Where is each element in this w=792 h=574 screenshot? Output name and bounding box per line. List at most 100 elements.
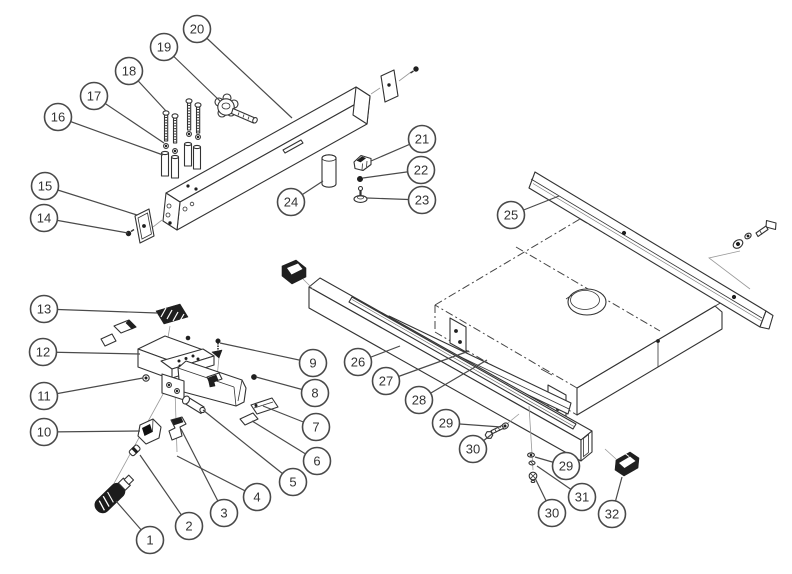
- balloon-label-32: 32: [605, 507, 619, 522]
- leader-line-5: [202, 409, 294, 483]
- right-end-cap-face: [619, 456, 636, 468]
- washer-small: [744, 232, 752, 240]
- face-hole: [189, 201, 195, 207]
- balloon-3: [209, 498, 239, 528]
- beam-right-end: [352, 86, 371, 125]
- balloon-label-8: 8: [311, 386, 318, 401]
- table-front-face: [435, 305, 577, 415]
- balloon-16: [43, 102, 73, 132]
- balloon-5: [278, 467, 308, 497]
- balloon-label-5: 5: [289, 475, 296, 490]
- balloon-22: [406, 155, 436, 185]
- hole-dot: [454, 329, 458, 333]
- leader-line-2: [139, 454, 190, 527]
- balloon-label-20: 20: [190, 22, 204, 37]
- balloon-14: [29, 203, 59, 233]
- fence-beam-assembly: [125, 66, 419, 244]
- balloon-15: [30, 171, 60, 201]
- balloon-label-9: 9: [309, 356, 316, 371]
- balloon-label-23: 23: [415, 193, 429, 208]
- insert-tab: [565, 294, 573, 300]
- balloon-18: [114, 56, 144, 86]
- assembly-line: [152, 219, 163, 228]
- balloon-label-17: 17: [87, 89, 101, 104]
- balloon-label-3: 3: [220, 506, 227, 521]
- balloon-label-19: 19: [157, 40, 171, 55]
- balloon-label-12: 12: [36, 345, 50, 360]
- flange-nut-11: [142, 374, 150, 382]
- spacer-pins: [160, 141, 202, 179]
- carriage-screws: [162, 98, 202, 144]
- balloon-8: [300, 378, 330, 408]
- face-hole: [182, 206, 188, 212]
- pawl-clip-3: [168, 416, 187, 441]
- balloon-label-11: 11: [37, 389, 51, 404]
- balloon-27: [371, 366, 401, 396]
- balloon-19: [149, 32, 179, 62]
- hole-dot: [458, 340, 462, 344]
- leader-line-12: [42, 351, 141, 355]
- end-hole: [165, 212, 171, 218]
- leader-line-3: [180, 428, 225, 514]
- beam-slot: [282, 139, 304, 154]
- set-screw-9: [211, 338, 223, 359]
- pivot-screw: [185, 335, 191, 341]
- balloon-21: [407, 124, 437, 154]
- balloon-28: [404, 385, 434, 415]
- leader-line-13: [43, 308, 158, 314]
- rail-bolt-head: [484, 431, 494, 439]
- blade-insert-ring: [570, 290, 600, 310]
- thread-line: [759, 230, 763, 235]
- assembly-line: [708, 250, 751, 290]
- table-edge: [434, 304, 578, 389]
- balloon-label-29: 29: [559, 459, 573, 474]
- balloon-4: [242, 482, 272, 512]
- balloon-12: [28, 337, 58, 367]
- leader-line-16: [57, 116, 164, 156]
- leader-line-10: [43, 430, 141, 433]
- balloon-label-22: 22: [414, 163, 428, 178]
- scale-cursor: [155, 303, 189, 325]
- balloon-29: [551, 451, 581, 481]
- balloon-label-10: 10: [37, 425, 51, 440]
- ferrule-pin-2: [128, 444, 141, 457]
- balloon-label-18: 18: [122, 64, 136, 79]
- plate-screw-tip: [130, 228, 135, 233]
- spacer-cylinder: [321, 154, 337, 188]
- balloon-20: [182, 14, 212, 44]
- hex-nut: [356, 176, 363, 183]
- balloon-label-1: 1: [146, 533, 153, 548]
- left-end-cap-face: [287, 263, 303, 275]
- blade-insert-hole: [567, 288, 607, 316]
- balloon-13: [29, 294, 59, 324]
- square-nuts: [163, 131, 201, 154]
- roller-5: [181, 395, 206, 415]
- leader-line-15: [44, 185, 138, 216]
- washer-large: [732, 239, 744, 249]
- balloon-31: [567, 482, 597, 512]
- table-edge: [434, 218, 581, 306]
- hole-dot: [142, 224, 146, 228]
- balloon-label-24: 24: [284, 195, 298, 210]
- glide-clip: [353, 154, 372, 172]
- balloon-label-29: 29: [439, 416, 453, 431]
- table-notch: [540, 368, 553, 376]
- leader-line-9: [219, 342, 314, 364]
- balloon-10: [29, 417, 59, 447]
- pan-head-screw: [528, 471, 538, 484]
- assembly-line: [507, 413, 520, 424]
- balloon-label-25: 25: [504, 208, 518, 223]
- balloon-layer: 1234567891011121314151617181920212223242…: [28, 14, 627, 555]
- balloon-25: [496, 200, 526, 230]
- end-plate-inner: [137, 212, 152, 240]
- leader-line-4: [176, 455, 258, 498]
- plate-6: [239, 412, 259, 426]
- hole-dot: [387, 83, 391, 87]
- balloon-30: [537, 498, 567, 528]
- hole-dot: [731, 294, 737, 300]
- assembly-line: [398, 71, 412, 82]
- guide-tube-end-wall: [583, 433, 589, 458]
- plate-screw-tip: [410, 70, 414, 74]
- balloon-26: [343, 347, 373, 377]
- thread-line: [494, 429, 497, 433]
